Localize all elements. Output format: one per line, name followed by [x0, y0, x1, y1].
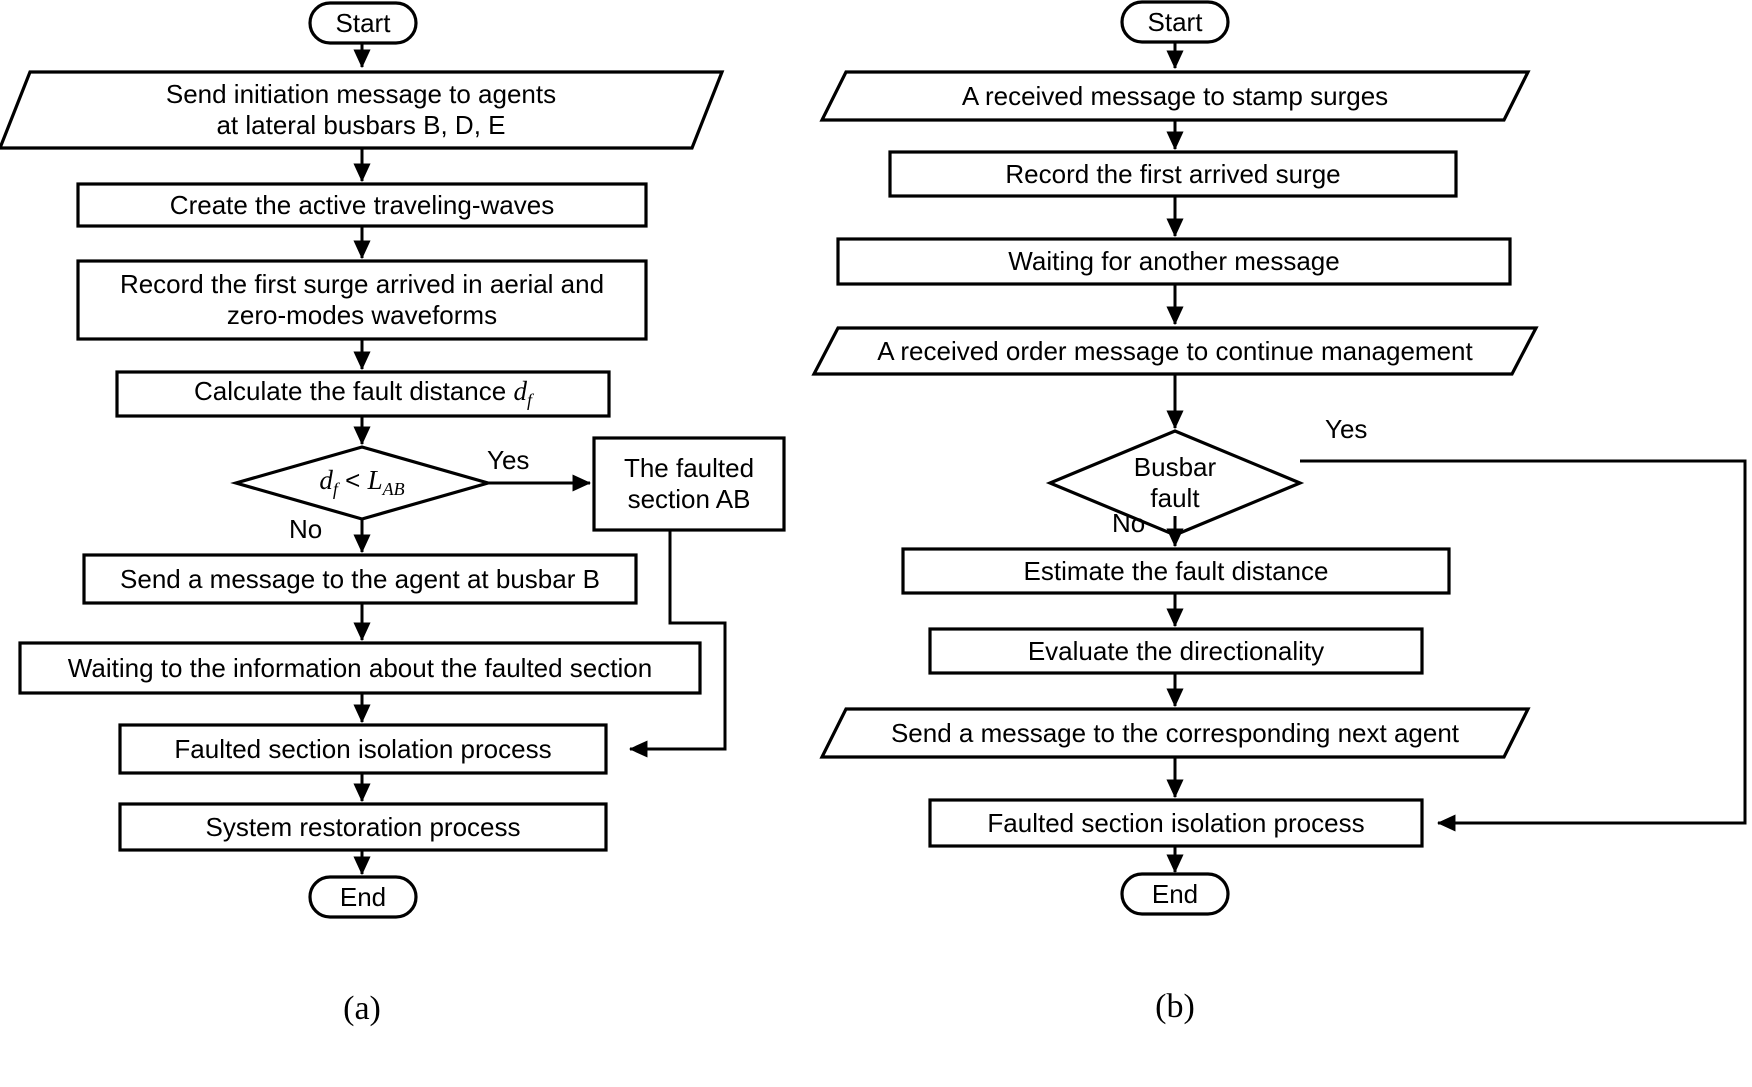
a-edge-faulted-ab-feedback — [628, 530, 727, 758]
a-node-faulted-section-ab — [592, 436, 786, 532]
panel-b-caption: (b) — [1155, 988, 1195, 1025]
panel-a-caption: (a) — [343, 990, 381, 1027]
a-node-send-message-busbar — [82, 553, 638, 605]
a-node-record-surge — [76, 259, 648, 341]
b-edge-label-no: No — [1112, 508, 1146, 538]
b-node-send-message-next — [819, 707, 1531, 759]
a-decision-fault-distance — [230, 445, 494, 521]
a-end-terminal — [308, 875, 418, 919]
a-node-restoration-process — [118, 802, 608, 852]
b-end-terminal — [1120, 872, 1230, 916]
a-node-send-initiation — [0, 70, 725, 150]
a-node-isolation-process — [118, 723, 608, 775]
b-node-record-surge — [888, 150, 1458, 198]
a-node-calculate-distance — [115, 370, 611, 418]
b-edge-yes-feedback — [1300, 459, 1747, 832]
a-start-terminal — [308, 1, 418, 45]
a-edge-label-yes: Yes — [487, 445, 530, 475]
b-node-waiting-message — [836, 237, 1512, 286]
b-start-terminal — [1120, 0, 1230, 44]
b-node-received-order — [811, 326, 1539, 376]
b-node-estimate-distance — [901, 547, 1451, 595]
b-edge-label-yes: Yes — [1325, 414, 1368, 444]
a-node-create-waves — [76, 182, 648, 228]
b-node-isolation-process — [928, 798, 1424, 848]
b-node-received-message — [819, 70, 1531, 122]
b-node-evaluate-directionality — [928, 627, 1424, 675]
a-edge-label-no: No — [289, 514, 323, 544]
a-node-waiting-info — [18, 641, 702, 695]
